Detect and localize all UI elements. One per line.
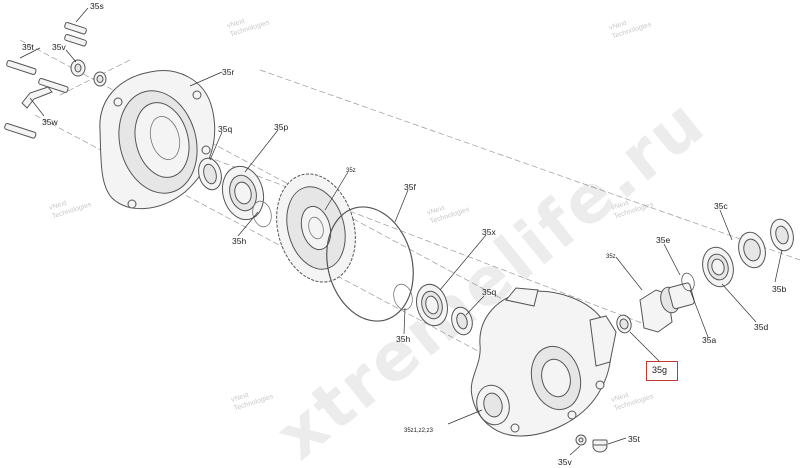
callout-35z-group: 35z1,z2,z3 [404,428,434,434]
callout-35f: 35f [404,182,416,192]
pinion-gear-35z [639,282,695,333]
bolts-35s [4,22,87,139]
callout-35h-mid: 35h [396,334,410,344]
seal-35q-top [198,157,222,191]
callout-35x: 35x [482,227,496,237]
bearing-35p [221,165,265,221]
callout-35z-right: 35z [606,254,616,260]
callout-35p: 35p [274,122,288,132]
washers-35v [70,59,107,87]
main-housing [470,287,617,437]
callout-35q-top: 35q [218,124,232,134]
bearing-35x [416,283,448,327]
drain-plug-35t [592,439,608,453]
callout-35s: 35s [90,1,104,11]
needle-bearing-35g [616,314,632,334]
washer-35v-bottom [575,434,587,446]
callout-35r: 35r [222,67,234,77]
highlight-box-35g [646,361,678,381]
bleeder-35w [21,86,53,109]
cover-housing-35r [99,70,216,210]
shim-35h-mid [393,283,413,311]
o-ring-35f [326,206,414,322]
callout-35h-top: 35h [232,236,246,246]
callout-35t-top: 35t [22,42,34,52]
callout-35q-mid: 35q [482,287,496,297]
nut-35c [738,231,766,269]
callout-35g: 35g [652,365,668,375]
callout-35c: 35c [714,201,728,211]
callout-35w: 35w [42,117,58,127]
leader-lines [19,7,783,456]
callout-35b: 35b [772,284,786,294]
seal-35b [770,218,794,252]
callout-35e: 35e [656,235,670,245]
callout-35z-top: 35z [346,168,356,174]
callout-35t-bottom: 35t [628,434,640,444]
ring-gear-35z [276,173,356,283]
bearing-35d [702,246,734,288]
callout-35d: 35d [754,322,768,332]
callout-35a: 35a [702,335,716,345]
callout-35v-bottom: 35v [558,457,572,467]
shim-35h-top [252,200,272,228]
callout-35v-top: 35v [52,42,66,52]
callout-labels: 35s 35t 35v 35w 35r 35q 35p 35z 35f 35h … [22,1,786,467]
